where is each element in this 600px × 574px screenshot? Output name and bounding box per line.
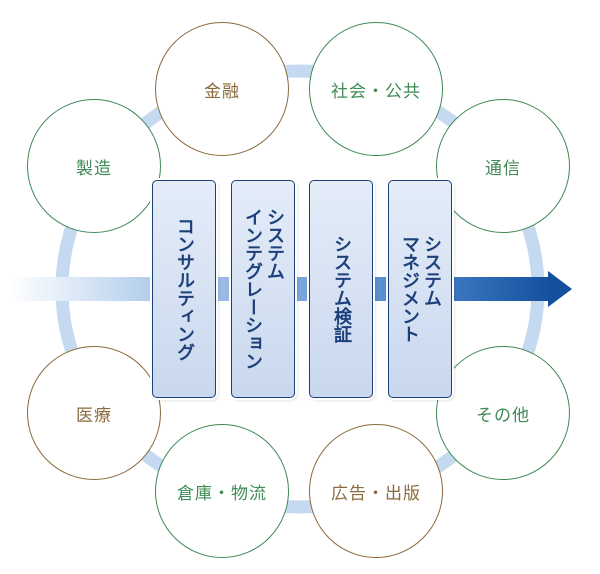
phase-label: システム検証	[331, 235, 352, 343]
domain-label: 倉庫・物流	[177, 483, 267, 504]
domain-node-other: その他	[436, 346, 570, 480]
domain-label: 医療	[76, 405, 112, 426]
domain-label: 製造	[76, 158, 112, 179]
domain-label: 金融	[204, 81, 240, 102]
domain-node-media: 広告・出版	[309, 424, 443, 558]
phase-box-integration: システム インテグレーション	[231, 180, 295, 398]
domain-node-manufacturing: 製造	[27, 99, 161, 233]
phase-label: システム インテグレーション	[242, 208, 285, 370]
domain-node-telecom: 通信	[436, 99, 570, 233]
phase-box-management: システム マネジメント	[388, 180, 452, 398]
phase-box-consulting: コンサルティング	[152, 180, 216, 398]
domain-label: 広告・出版	[331, 483, 421, 504]
phase-label: システム マネジメント	[399, 235, 442, 343]
domain-node-society: 社会・公共	[309, 22, 443, 156]
phase-label: コンサルティング	[174, 217, 195, 361]
domain-label: その他	[476, 405, 530, 426]
domain-label: 社会・公共	[331, 81, 421, 102]
domain-node-finance: 金融	[155, 22, 289, 156]
flow-arrow-head	[548, 271, 572, 307]
domain-node-medical: 医療	[27, 346, 161, 480]
domain-node-logistics: 倉庫・物流	[155, 424, 289, 558]
phase-box-verification: システム検証	[309, 180, 373, 398]
domain-label: 通信	[485, 158, 521, 179]
